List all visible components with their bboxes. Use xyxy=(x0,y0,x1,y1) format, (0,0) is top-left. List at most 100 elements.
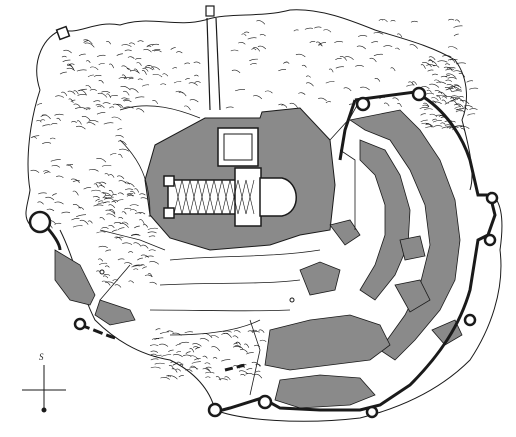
hatch-stroke xyxy=(373,32,384,35)
hatch-stroke xyxy=(30,169,40,173)
hatch-stroke xyxy=(257,45,267,50)
hatch-stroke xyxy=(148,235,156,238)
hatch-stroke xyxy=(449,59,456,63)
hatch-stroke xyxy=(155,328,161,331)
hatch-stroke xyxy=(231,69,241,74)
hatch-stroke xyxy=(150,353,157,356)
hatch-stroke xyxy=(450,95,460,98)
tower-west xyxy=(28,210,52,234)
hatch-stroke xyxy=(106,213,116,218)
hatch-stroke xyxy=(121,65,129,70)
hatch-stroke xyxy=(105,249,112,252)
hatch-stroke xyxy=(176,351,182,353)
compass-cross-icon xyxy=(22,365,66,413)
hatch-stroke xyxy=(101,91,111,93)
hatch-stroke xyxy=(456,108,465,111)
hatch-stroke xyxy=(128,77,134,80)
hatch-stroke xyxy=(104,265,110,268)
hatch-stroke xyxy=(122,98,130,101)
hatch-stroke xyxy=(140,254,149,258)
hatch-stroke xyxy=(54,113,64,116)
hatch-stroke xyxy=(176,361,184,367)
hatch-stroke xyxy=(76,214,87,217)
hatch-stroke xyxy=(432,118,437,121)
hatch-stroke xyxy=(438,91,447,97)
hatch-stroke xyxy=(357,35,368,37)
hatch-stroke xyxy=(184,62,191,65)
hatch-stroke xyxy=(97,258,104,262)
hatch-stroke xyxy=(84,42,95,48)
hatch-stroke xyxy=(101,280,111,286)
hatch-stroke xyxy=(102,102,111,105)
hatch-stroke xyxy=(103,273,111,276)
hatch-stroke xyxy=(429,83,440,88)
hatch-stroke xyxy=(104,173,110,176)
hatch-stroke xyxy=(455,62,466,65)
hatch-stroke xyxy=(194,347,201,350)
hatch-stroke xyxy=(102,201,110,204)
hatch-stroke xyxy=(103,122,114,125)
hatch-stroke xyxy=(172,67,178,70)
hatch-stroke xyxy=(423,102,430,107)
hatch-stroke xyxy=(153,49,162,53)
hatch-stroke xyxy=(335,66,344,69)
hatch-stroke xyxy=(93,100,101,103)
hatch-stroke xyxy=(318,97,327,102)
hatch-stroke xyxy=(194,81,201,83)
hatch-stroke xyxy=(95,199,100,202)
hatch-stroke xyxy=(360,86,370,91)
hatch-stroke xyxy=(127,183,135,188)
tower-top-left xyxy=(55,25,71,41)
hatch-stroke xyxy=(373,53,383,56)
hatch-stroke xyxy=(218,378,228,381)
hatch-stroke xyxy=(151,43,160,46)
hatch-stroke xyxy=(178,91,187,97)
hatch-stroke xyxy=(305,82,314,87)
hatch-stroke xyxy=(440,122,446,125)
hatch-stroke xyxy=(224,376,231,381)
hatch-stroke xyxy=(113,222,122,224)
hatch-stroke xyxy=(467,113,476,116)
hatch-stroke xyxy=(144,274,153,278)
hatch-stroke xyxy=(450,97,459,99)
hatch-stroke xyxy=(109,153,117,156)
hatch-stroke xyxy=(421,62,432,68)
hatch-stroke xyxy=(128,251,134,253)
hatch-stroke xyxy=(233,343,238,345)
hatch-stroke xyxy=(93,74,102,77)
hatch-stroke xyxy=(103,275,109,279)
hatch-stroke xyxy=(445,87,454,91)
hatch-stroke xyxy=(316,41,323,47)
hatch-stroke xyxy=(238,42,246,45)
hatch-stroke xyxy=(172,354,183,358)
hatch-stroke xyxy=(148,65,155,70)
hatch-stroke xyxy=(204,362,211,365)
hatch-stroke xyxy=(355,65,364,67)
vault-line xyxy=(237,179,247,215)
hatch-stroke xyxy=(117,140,127,146)
hatch-stroke xyxy=(134,188,140,193)
hatch-stroke xyxy=(133,242,142,247)
hatch-stroke xyxy=(240,373,246,377)
hatch-stroke xyxy=(323,29,332,33)
hatch-stroke xyxy=(445,68,454,71)
hatch-stroke xyxy=(115,236,124,239)
hatch-stroke xyxy=(205,366,212,369)
hatch-stroke xyxy=(73,103,81,108)
hatch-stroke xyxy=(150,358,159,361)
hatch-stroke xyxy=(79,219,89,225)
hatch-stroke xyxy=(427,69,434,72)
hatch-stroke xyxy=(264,90,273,94)
hatch-stroke xyxy=(124,106,134,109)
hatch-stroke xyxy=(40,119,46,122)
hatch-stroke xyxy=(234,345,244,350)
hatch-stroke xyxy=(129,204,139,206)
hatch-stroke xyxy=(232,335,239,339)
hatch-stroke xyxy=(111,229,118,233)
hatch-stroke xyxy=(392,97,399,101)
hatch-stroke xyxy=(390,20,396,22)
hatch-stroke xyxy=(109,208,116,214)
vault-line xyxy=(197,179,207,215)
hatch-stroke xyxy=(43,170,51,173)
hatch-stroke xyxy=(123,76,134,79)
